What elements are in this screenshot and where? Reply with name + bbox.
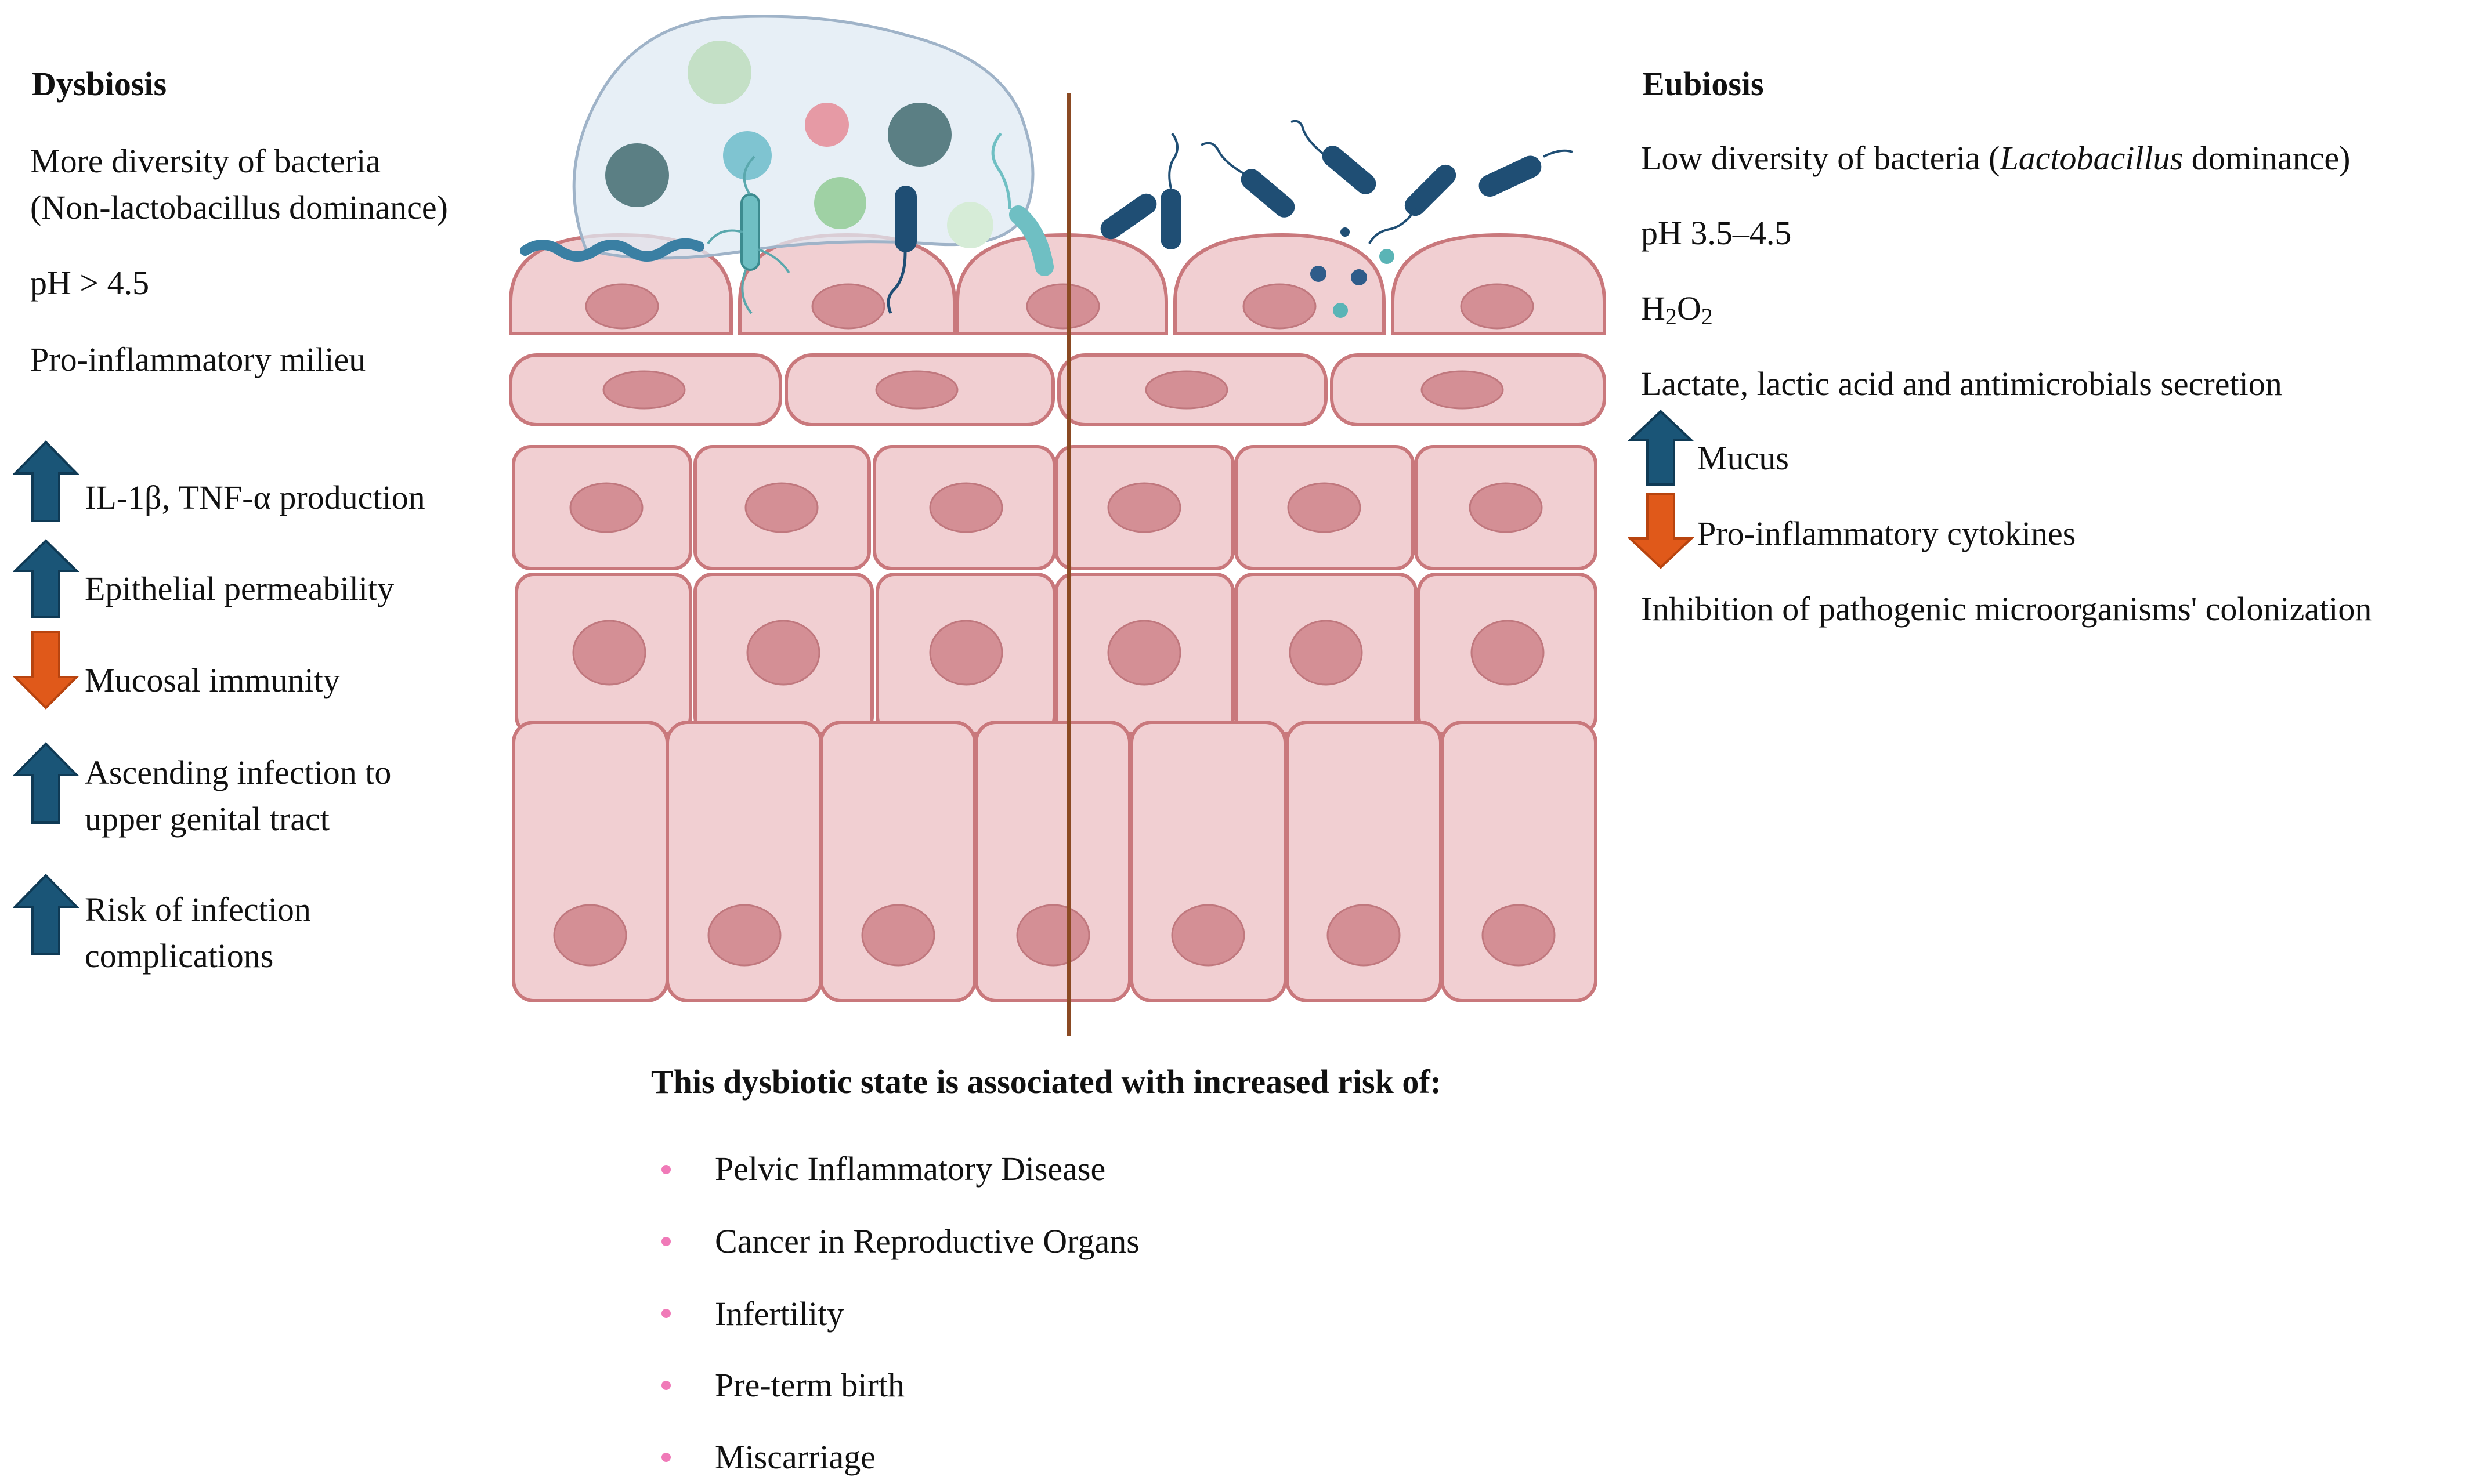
- dysbiosis-milieu: Pro-inflammatory milieu: [30, 341, 366, 378]
- nucleus: [1171, 904, 1245, 967]
- eubiosis-h2o2: H2O2: [1641, 285, 1713, 332]
- curved-bacterium-icon: [991, 132, 1054, 276]
- bullet-icon: [661, 1309, 671, 1318]
- eubiosis-diversity: Low diversity of bacteria (Lactobacillus…: [1641, 135, 2351, 182]
- up-arrow-icon: [1628, 410, 1694, 486]
- cocci-icon: [947, 202, 993, 248]
- nucleus: [1470, 620, 1545, 686]
- nucleus: [744, 482, 819, 533]
- nucleus: [929, 482, 1003, 533]
- effect-ascending-infection-line2: upper genital tract: [85, 800, 330, 838]
- lactobacillus-icon: [1100, 146, 1542, 249]
- bullet-icon: [661, 1165, 671, 1174]
- nucleus: [1289, 620, 1363, 686]
- risk-item: Cancer in Reproductive Organs: [715, 1222, 1140, 1260]
- cocci-icon: [605, 143, 669, 207]
- nucleus: [861, 904, 935, 967]
- up-arrow-icon: [13, 539, 79, 618]
- nucleus: [929, 620, 1003, 686]
- risk-item: Pre-term birth: [715, 1366, 905, 1404]
- secretion-particle: [1351, 269, 1367, 285]
- nucleus: [569, 482, 644, 533]
- effect-il1b-tnfa: IL-1β, TNF-α production: [85, 479, 425, 516]
- eubiosis-diversity-prefix: Low diversity of bacteria (: [1641, 139, 2000, 177]
- nucleus: [572, 620, 646, 686]
- effect-epithelial-permeability: Epithelial permeability: [85, 570, 395, 607]
- nucleus: [1026, 283, 1100, 330]
- up-arrow-icon: [13, 742, 79, 824]
- h2o2-sub2: 2: [1701, 303, 1713, 330]
- h2o2-o: O: [1676, 289, 1701, 327]
- secretion-particle: [1333, 303, 1348, 318]
- cocci-icon: [805, 103, 849, 147]
- eubiosis-secretion: Lactate, lactic acid and antimicrobials …: [1641, 365, 2282, 403]
- effect-proinflammatory-cytokines: Pro-inflammatory cytokines: [1697, 515, 2076, 552]
- up-arrow-icon: [13, 874, 79, 955]
- up-arrow-icon: [13, 440, 79, 522]
- secretion-particle: [1310, 266, 1326, 282]
- nucleus: [553, 904, 627, 967]
- risk-item: Infertility: [715, 1295, 844, 1333]
- eubiosis-title: Eubiosis: [1642, 65, 1764, 103]
- dysbiosis-diversity-line2: (Non-lactobacillus dominance): [30, 189, 448, 226]
- risk-heading: This dysbiotic state is associated with …: [651, 1063, 1441, 1101]
- nucleus: [1145, 370, 1228, 410]
- eubiosis-ph: pH 3.5–4.5: [1641, 214, 1792, 252]
- flagellated-bacterium-icon: [707, 155, 790, 314]
- dysbiosis-ph: pH > 4.5: [30, 264, 150, 302]
- effect-infection-complications-line1: Risk of infection: [85, 891, 311, 928]
- cocci-icon: [723, 131, 772, 180]
- nucleus: [1469, 482, 1543, 533]
- nucleus: [1420, 370, 1504, 410]
- risk-item: Pelvic Inflammatory Disease: [715, 1150, 1106, 1188]
- nucleus: [1107, 482, 1181, 533]
- eubiosis-diversity-suffix: dominance): [2183, 139, 2351, 177]
- cocci-icon: [688, 41, 751, 104]
- h2o2-sub1: 2: [1665, 303, 1677, 330]
- nucleus: [585, 283, 659, 330]
- nucleus: [1242, 283, 1317, 330]
- dysbiosis-diversity-line1: More diversity of bacteria: [30, 142, 381, 180]
- cocci-icon: [888, 103, 952, 167]
- eubiosis-diversity-genus: Lactobacillus: [2000, 139, 2184, 177]
- nucleus: [602, 370, 686, 410]
- nucleus: [1460, 283, 1534, 330]
- down-arrow-icon: [13, 631, 79, 710]
- risk-item: Miscarriage: [715, 1438, 876, 1476]
- effect-ascending-infection-line1: Ascending infection to: [85, 754, 392, 791]
- rod-bacterium-icon: [887, 186, 917, 314]
- bullet-icon: [661, 1453, 671, 1462]
- effect-mucosal-immunity: Mucosal immunity: [85, 661, 340, 699]
- cocci-icon: [814, 177, 866, 229]
- h2o2-h: H: [1641, 289, 1665, 327]
- nucleus: [1107, 620, 1181, 686]
- nucleus: [875, 370, 959, 410]
- secretion-particle: [1379, 249, 1394, 264]
- nucleus: [1016, 904, 1090, 967]
- nucleus: [707, 904, 782, 967]
- nucleus: [746, 620, 820, 686]
- spirochete-icon: [520, 238, 704, 262]
- columnar-cell: [1440, 721, 1597, 1002]
- eubiosis-inhibition: Inhibition of pathogenic microorganisms'…: [1641, 590, 2372, 628]
- down-arrow-icon: [1628, 493, 1694, 569]
- effect-mucus: Mucus: [1697, 439, 1789, 477]
- effect-infection-complications-line2: complications: [85, 937, 274, 975]
- nucleus: [1287, 482, 1361, 533]
- nucleus: [1481, 904, 1556, 967]
- nucleus: [811, 283, 885, 330]
- bullet-icon: [661, 1381, 671, 1390]
- secretion-particle: [1340, 227, 1350, 237]
- bullet-icon: [661, 1237, 671, 1246]
- nucleus: [1326, 904, 1401, 967]
- dysbiosis-title: Dysbiosis: [32, 65, 167, 103]
